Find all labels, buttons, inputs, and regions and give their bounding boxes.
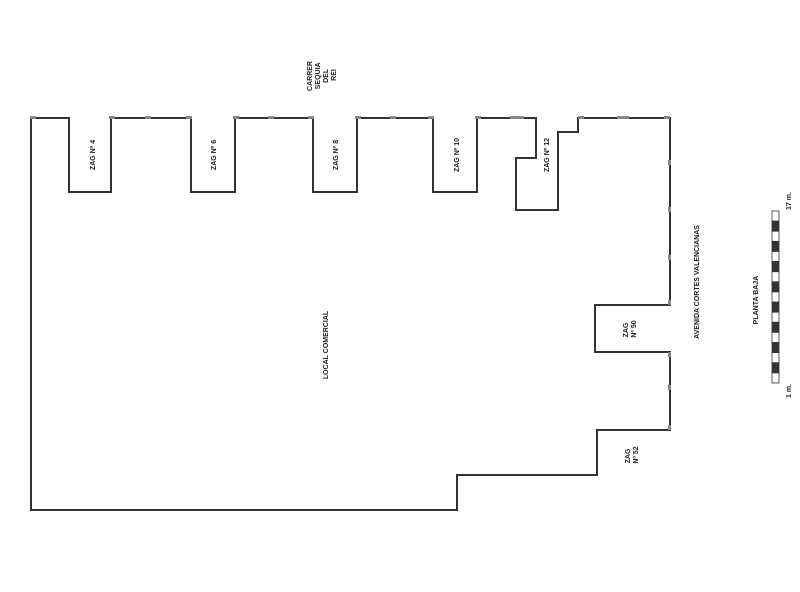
main-space-label: LOCAL COMERCIAL [323,310,330,379]
window-marks [30,116,671,430]
unit-label-zag52: ZAG Nº 52 [625,446,640,463]
scale-segment [771,301,780,313]
unit-label-zag12: ZAG Nº 12 [544,138,551,172]
scale-segment [771,332,780,343]
unit-label-zag6: ZAG Nº 6 [211,140,218,170]
unit-label-zag50: ZAG Nº 50 [623,320,638,337]
scale-bar [771,210,780,384]
building-outline [30,117,671,511]
scale-segment [771,210,780,222]
scale-segment [771,251,780,262]
scale-segment [771,362,780,374]
scale-segment [771,372,780,384]
scale-segment [771,281,780,293]
scale-segment [771,321,780,333]
scale-segment [771,220,780,232]
unit-label-zag4: ZAG Nº 4 [90,140,97,170]
scale-segment [771,291,780,303]
scale-segment [771,271,780,283]
plan-title: PLANTA BAJA [753,276,760,325]
scale-segment [771,230,780,242]
street-label-top: CARRER SEQUIA DEL REI [307,59,338,91]
street-label-right: AVENIDA CORTES VALENCIANAS [694,225,701,339]
scale-segment [771,261,780,273]
unit-label-zag8: ZAG Nº 8 [333,140,340,170]
scale-segment [771,352,780,364]
scale-segment [771,240,780,252]
scale-start-label: 1 m. [786,384,793,398]
unit-label-zag10: ZAG Nº 10 [454,138,461,172]
scale-end-label: 17 m. [786,192,793,210]
scale-segment [771,342,780,354]
scale-segment [771,311,780,323]
